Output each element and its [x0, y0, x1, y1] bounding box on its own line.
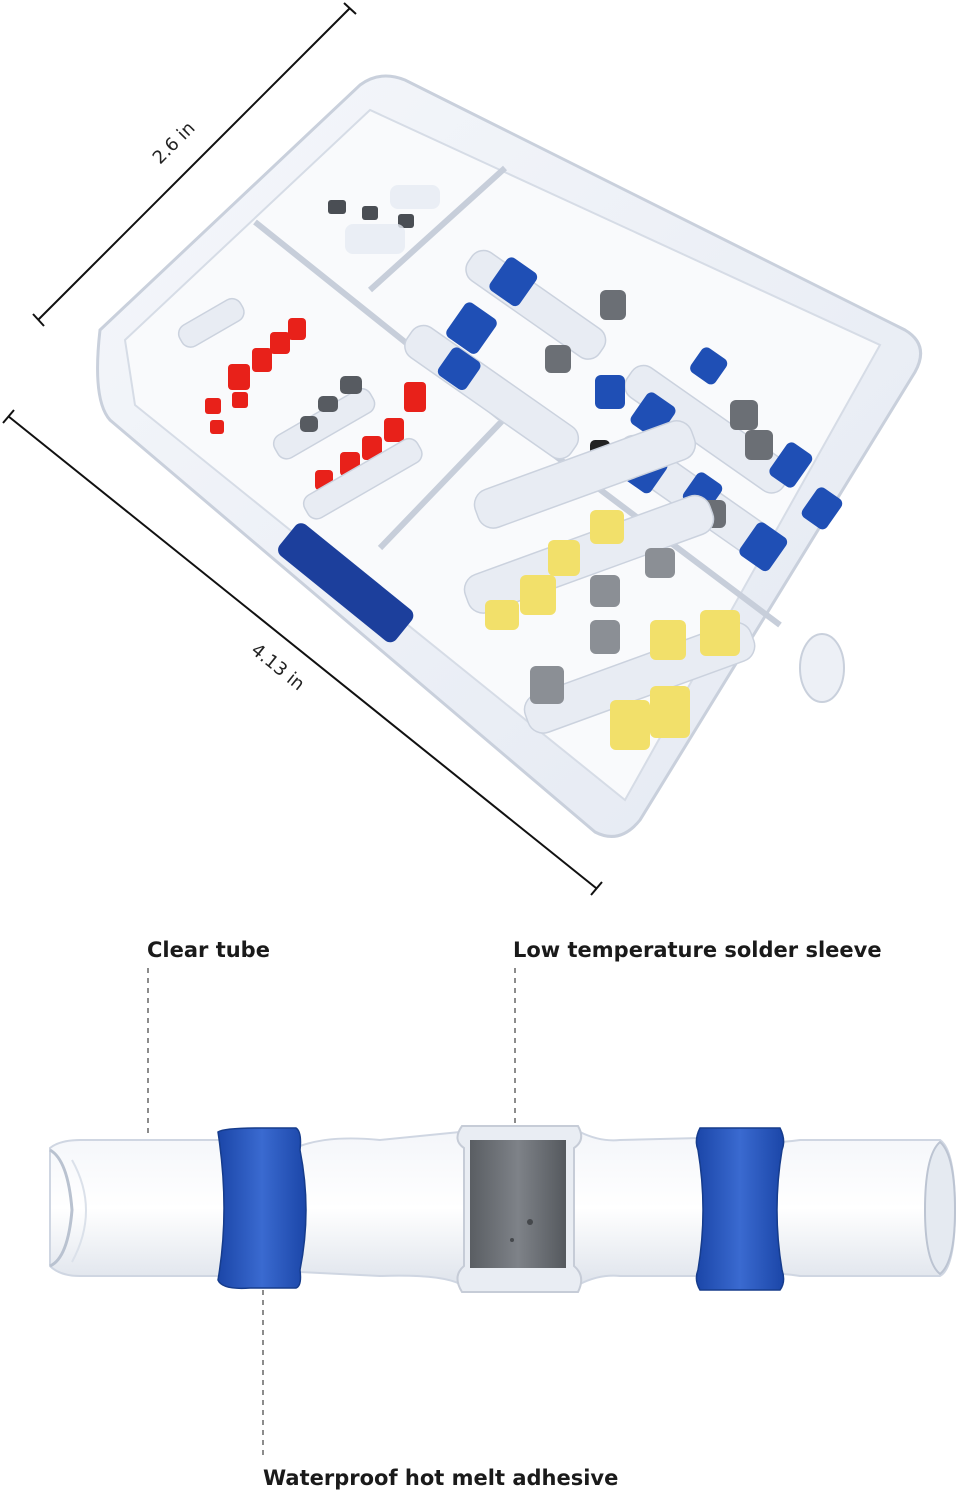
connector-diagram: [49, 968, 957, 1460]
adhesive-label: Waterproof hot melt adhesive: [263, 1466, 619, 1490]
solder-sleeve: [470, 1140, 566, 1268]
box-hinge: [799, 633, 845, 703]
left-adhesive-band: [217, 1127, 307, 1290]
length-dimension-label: 4.13 in: [247, 640, 309, 695]
solder-sleeve-label: Low temperature solder sleeve: [513, 938, 882, 962]
small-compartment-connectors: [328, 185, 440, 254]
right-adhesive-band: [695, 1127, 785, 1291]
width-dimension-label: 2.6 in: [149, 118, 200, 169]
red-connectors: [177, 297, 426, 520]
clear-tube-label: Clear tube: [147, 938, 270, 962]
box-latch: [278, 523, 414, 643]
yellow-connectors: [463, 420, 756, 750]
